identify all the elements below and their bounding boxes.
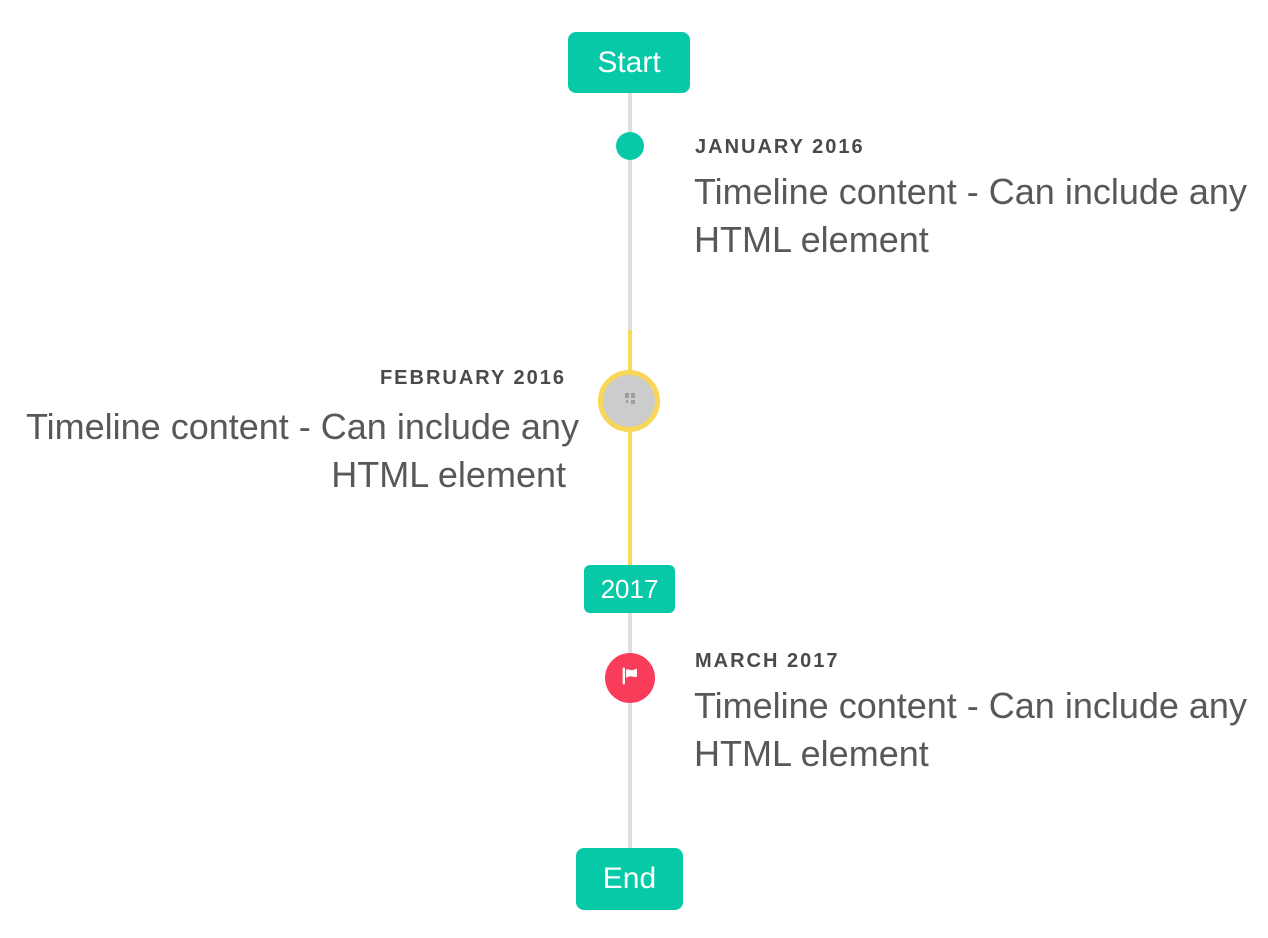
entry-title-january: JANUARY 2016 <box>695 136 865 158</box>
march-flag-marker <box>605 653 655 703</box>
entry-content-january: Timeline content - Can include any HTML … <box>694 168 1247 264</box>
entry-title-march: MARCH 2017 <box>695 650 840 672</box>
entry-content-line: Timeline content - Can include any <box>694 171 1247 212</box>
broken-image-icon <box>622 392 637 410</box>
entry-content-february: Timeline content - Can include any HTML … <box>26 403 579 499</box>
timeline-start-badge: Start <box>568 32 690 93</box>
entry-content-march: Timeline content - Can include any HTML … <box>694 682 1247 778</box>
entry-content-line: HTML element <box>694 219 929 260</box>
flag-icon <box>617 663 643 694</box>
entry-title-february: FEBRUARY 2016 <box>379 367 566 389</box>
february-period-marker <box>598 370 660 432</box>
timeline-year-badge-2017: 2017 <box>584 565 675 613</box>
timeline-highlight-segment <box>628 330 632 565</box>
entry-content-line: HTML element <box>331 454 566 495</box>
entry-content-line: Timeline content - Can include any <box>694 685 1247 726</box>
entry-content-line: Timeline content - Can include any <box>26 406 579 447</box>
entry-content-line: HTML element <box>694 733 929 774</box>
january-dot-marker <box>616 132 644 160</box>
timeline-end-badge: End <box>576 848 683 910</box>
